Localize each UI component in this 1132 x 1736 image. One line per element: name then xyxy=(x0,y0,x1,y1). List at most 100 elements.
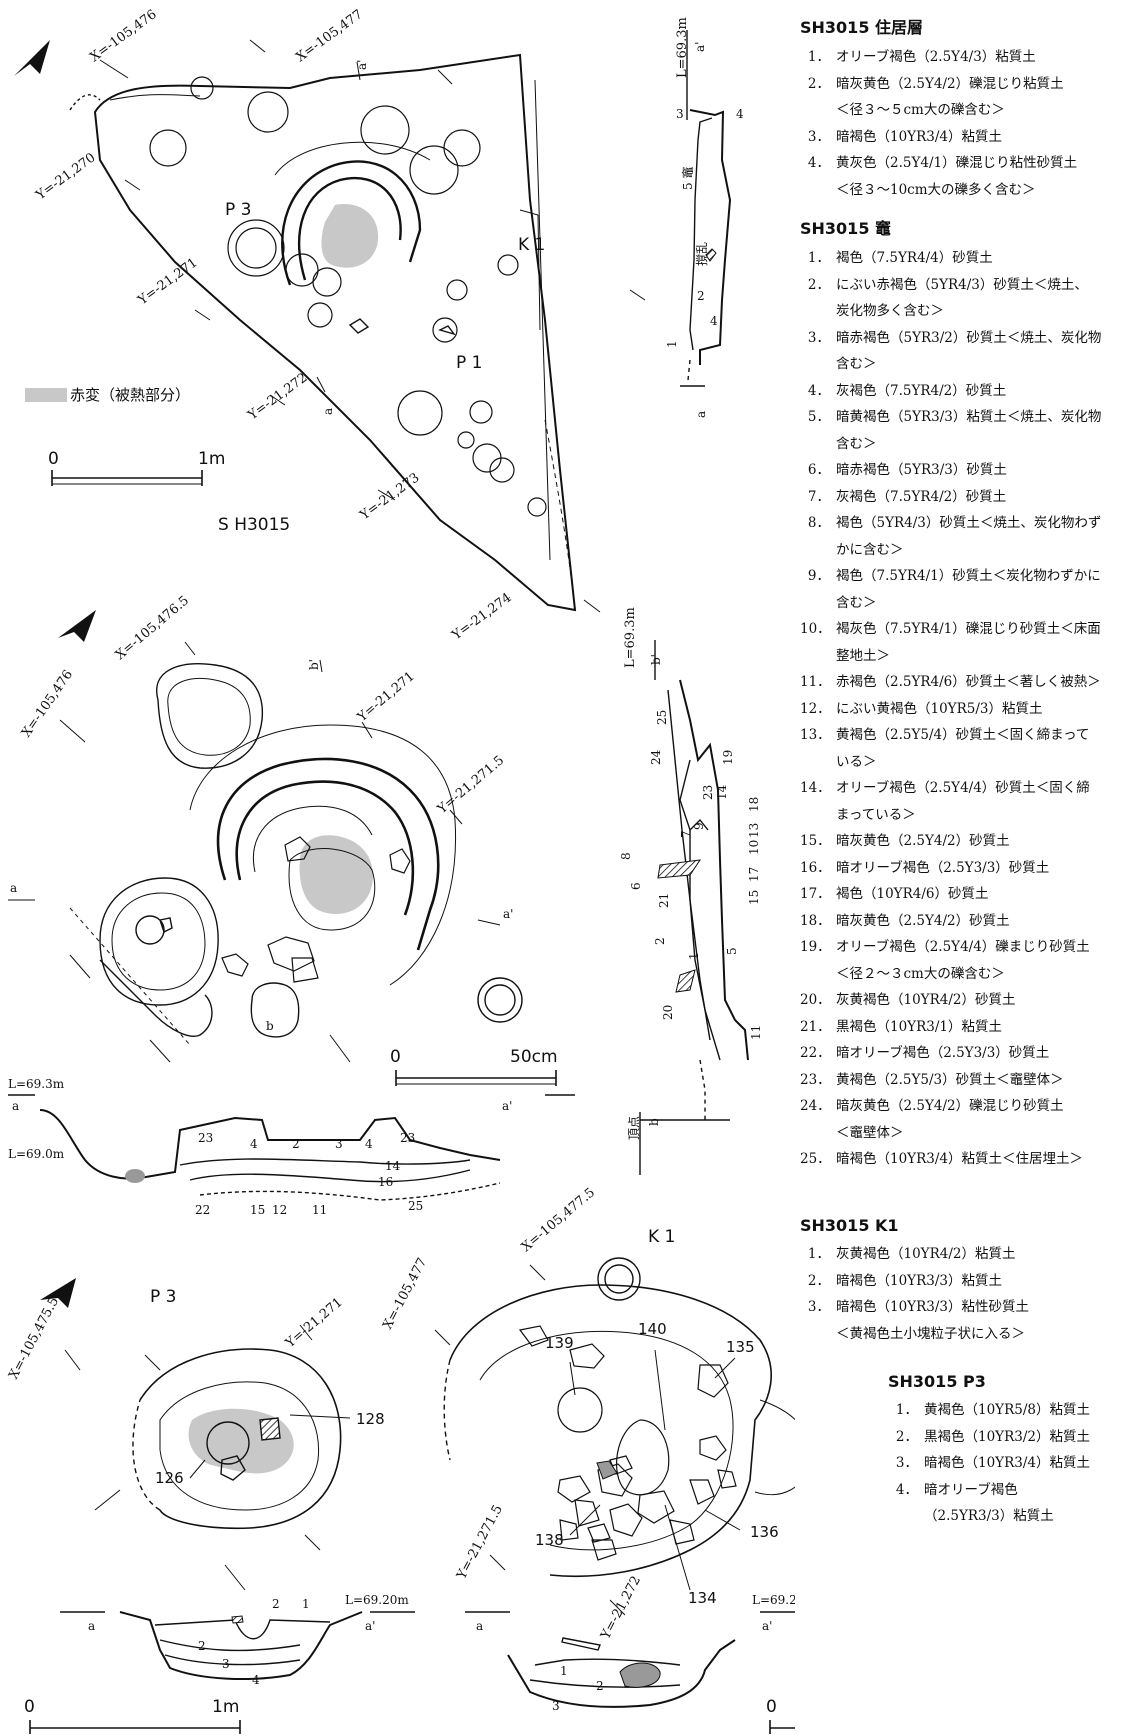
hearth-item: 16．暗オリーブ褐色（2.5Y3/3）砂質土 xyxy=(800,855,1130,882)
coord-bot-y1: Y=-21,271 xyxy=(282,1295,346,1352)
legend-k1-title: SH3015 K1 xyxy=(800,1216,899,1235)
hearth-item-number: 23． xyxy=(800,1071,831,1088)
north-arrow-icon xyxy=(14,40,50,76)
section-a-number: 23 xyxy=(400,1131,415,1145)
hearth-item-number: 24． xyxy=(800,1098,831,1114)
hearth-item: まっている＞ xyxy=(800,802,1130,829)
hearth-item: かに含む＞ xyxy=(800,537,1130,564)
hearth-item: ＜竈壁体＞ xyxy=(800,1120,1130,1147)
coord-bot-y2: Y=-21,271.5 xyxy=(454,1503,506,1583)
hearth-item-number: 6． xyxy=(807,462,830,478)
living_floor-item-number: 2． xyxy=(807,75,830,92)
hearth-item: 炭化物多く含む＞ xyxy=(800,298,1130,325)
hearth-item: 11．赤褐色（2.5YR4/6）砂質土＜著しく被熱＞ xyxy=(800,669,1130,696)
hearth-item-text: 暗赤褐色（5YR3/3）砂質土 xyxy=(836,462,1007,478)
k1-item-text: 暗褐色（10YR3/3）粘性砂質土 xyxy=(836,1299,1029,1315)
artifact-140: 140 xyxy=(638,1320,667,1338)
section-b-number: 20 xyxy=(661,1005,675,1020)
section-p3 xyxy=(60,1611,415,1680)
p3-item: 2．黒褐色（10YR3/2）粘質土 xyxy=(888,1424,1128,1451)
hearth-item-number: 12． xyxy=(800,700,831,717)
hearth-item-text: 黄褐色（2.5Y5/3）砂質土＜竈壁体＞ xyxy=(836,1071,1064,1088)
legend-p3-title: SH3015 P3 xyxy=(888,1372,986,1391)
hearth-item: 25．暗褐色（10YR3/4）粘質土＜住居埋土＞ xyxy=(800,1146,1130,1173)
hearth-item: 含む＞ xyxy=(800,431,1130,458)
hearth-item: 7．灰褐色（7.5YR4/2）砂質土 xyxy=(800,484,1130,511)
coord-y1: Y=-21,270 xyxy=(33,150,99,203)
mid-a-prime: a' xyxy=(503,907,513,921)
section-b-number: 25 xyxy=(655,710,669,725)
p3-item-number xyxy=(888,1503,918,1530)
hearth-item-text: オリーブ褐色（2.5Y4/4）礫まじり砂質土 xyxy=(836,939,1090,955)
section-b-number: 1 xyxy=(687,952,701,960)
scale-mid-0: 0 xyxy=(390,1047,401,1067)
k1-item-text: ＜黄褐色土小塊粒子状に入る＞ xyxy=(836,1325,1025,1342)
section-a-level-bottom: L=69.0m xyxy=(8,1147,65,1161)
hearth-item: 6． 暗赤褐色（5YR3/3）砂質土 xyxy=(800,457,1130,484)
p3-section-number: 2 xyxy=(272,1597,280,1611)
plan-top xyxy=(14,39,646,613)
hearth-item-text: 暗灰黄色（2.5Y4/2）礫混じり砂質土 xyxy=(836,1098,1064,1114)
p3-item-number: 4． xyxy=(895,1481,918,1498)
living_floor-item: ＜径３～５cm大の礫含む＞ xyxy=(800,97,1130,124)
hearth-item-text: にぶい赤褐色（5YR4/3）砂質土＜焼土、 xyxy=(836,276,1088,293)
scale-br-0: 0 xyxy=(766,1697,777,1717)
excavation-drawing: X=-105,476 X=-105,477 Y=-21,270 Y=-21,27… xyxy=(6,7,795,1734)
section-b-number: 19 xyxy=(721,750,735,765)
hearth-item: 15．暗灰黄色（2.5Y4/2）砂質土 xyxy=(800,828,1130,855)
labels-top: X=-105,476 X=-105,477 Y=-21,270 Y=-21,27… xyxy=(33,7,744,644)
hearth-item: 9．褐色（7.5YR4/1）砂質土＜炭化物わずかに xyxy=(800,563,1130,590)
living_floor-item-number: 1． xyxy=(807,49,830,65)
coord-mid-y2: Y=-21,271.5 xyxy=(434,753,507,818)
k1-item-text: 暗褐色（10YR3/3）粘質土 xyxy=(836,1272,1002,1289)
hearth-item-text: 灰褐色（7.5YR4/2）砂質土 xyxy=(836,488,1007,505)
section-b xyxy=(639,640,749,1175)
hearth-item: 19．オリーブ褐色（2.5Y4/4）礫まじり砂質土 xyxy=(800,934,1130,961)
stones-middle xyxy=(221,836,411,983)
hearth-item-text: 含む＞ xyxy=(836,594,877,611)
label-a: a xyxy=(321,408,335,415)
p3-section-number: 4 xyxy=(252,1673,260,1687)
plan-k1 xyxy=(434,1257,795,1616)
section-b-number: 6 xyxy=(629,882,643,890)
artifact-134: 134 xyxy=(688,1589,717,1607)
section-a-number: 2 xyxy=(292,1137,300,1151)
hearth-item-number xyxy=(800,431,830,458)
section-top-5: 5 竈 xyxy=(680,167,695,190)
section-a-number: 14 xyxy=(385,1159,401,1173)
p3-item: 4．暗オリーブ褐色 xyxy=(888,1477,1128,1504)
living_floor-item-text: 暗褐色（10YR3/4）粘質土 xyxy=(836,128,1002,145)
mid-a: a xyxy=(10,881,17,895)
hearth-item-number: 17． xyxy=(800,886,831,902)
hearth-item-number: 22． xyxy=(800,1045,831,1061)
hearth-item-number: 2． xyxy=(807,276,830,293)
coord-y5: Y=-21,274 xyxy=(449,590,515,643)
section-a-number: 23 xyxy=(198,1131,213,1145)
hearth-item: 2． にぶい赤褐色（5YR4/3）砂質土＜焼土、 xyxy=(800,272,1130,299)
scale-bl-0: 0 xyxy=(24,1697,35,1717)
hearth-item-number: 8． xyxy=(807,515,830,531)
label-k1: K 1 xyxy=(518,235,545,255)
hearth-item-text: 黄褐色（2.5Y5/4）砂質土＜固く締まって xyxy=(836,727,1090,743)
hearth-item: 4．灰褐色（7.5YR4/2）砂質土 xyxy=(800,378,1130,405)
section-a-number: 22 xyxy=(195,1203,210,1217)
section-b-number: 17 xyxy=(747,867,761,882)
k1-section-number: 1 xyxy=(560,1664,568,1678)
section-b-number: 15 xyxy=(747,890,761,905)
living_floor-item: ＜径３～10cm大の礫多く含む＞ xyxy=(800,177,1130,204)
hearth-item: 8．褐色（5YR4/3）砂質土＜焼土、炭化物わず xyxy=(800,510,1130,537)
feature-id: S H3015 xyxy=(218,515,290,535)
section-top xyxy=(680,30,732,387)
hearth-item-number xyxy=(800,537,830,564)
p3-section-number: 3 xyxy=(222,1657,230,1671)
section-b-top: b' xyxy=(649,654,663,665)
coord-y2: Y=-21,271 xyxy=(135,255,201,308)
hearth-item: 14．オリーブ褐色（2.5Y4/4）砂質土＜固く締 xyxy=(800,775,1130,802)
label-a-prime: a' xyxy=(355,60,369,70)
plan-p3 xyxy=(40,1278,351,1591)
p3-title: P 3 xyxy=(150,1287,176,1307)
section-b-level: L=69.3m xyxy=(623,607,638,668)
section-top-4a: 4 xyxy=(736,107,744,121)
artifact-138: 138 xyxy=(535,1531,564,1549)
